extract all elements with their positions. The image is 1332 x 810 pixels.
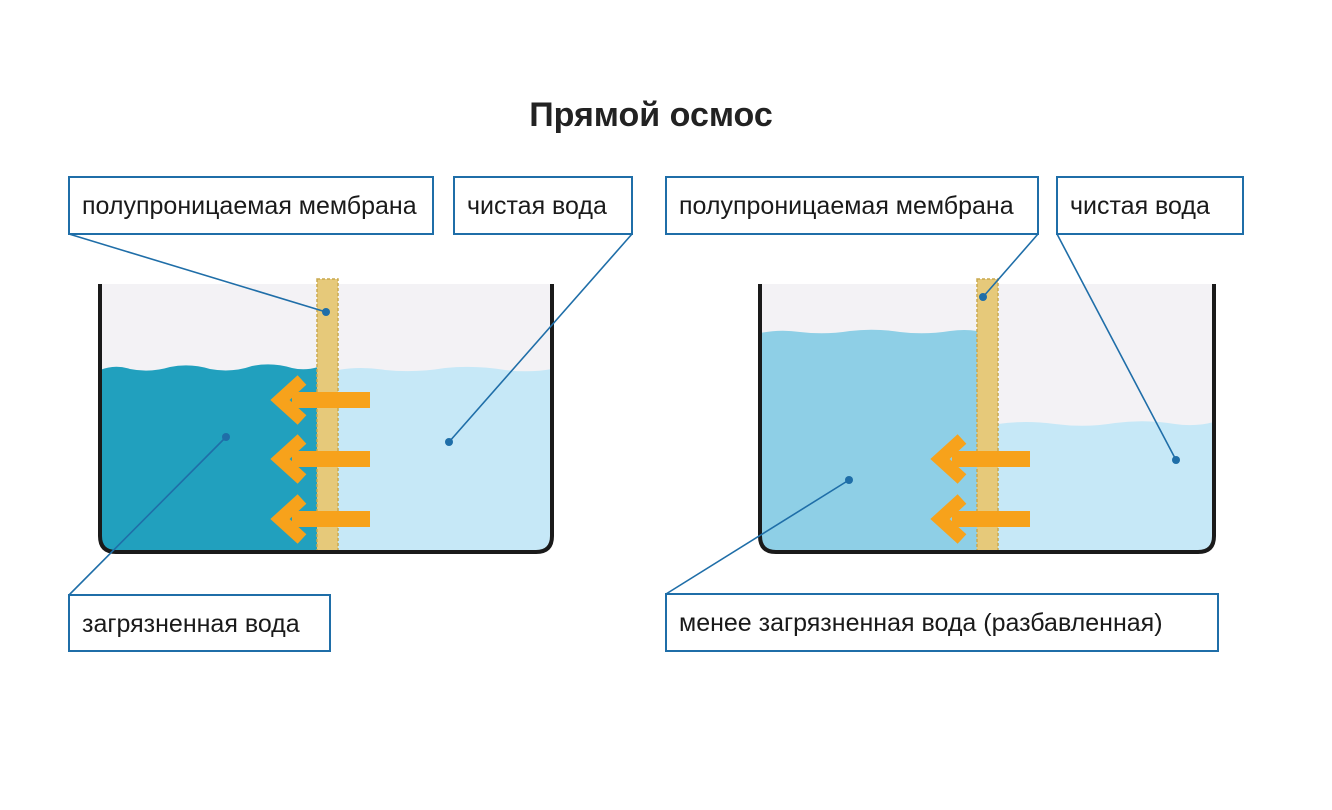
right-clean-label: чистая вода <box>1070 192 1210 220</box>
left-tank-outline <box>98 284 554 554</box>
right-clean-callout: чистая вода <box>1056 176 1244 464</box>
right-membrane-label: полупроницаемая мембрана <box>679 192 1014 220</box>
right-clean-water <box>998 421 1214 552</box>
flow-arrow <box>270 434 370 484</box>
flow-arrow <box>270 375 370 425</box>
left-clean-label: чистая вода <box>467 192 607 220</box>
left-water-label: загрязненная вода <box>82 610 300 638</box>
left-membrane-label: полупроницаемая мембрана <box>82 192 417 220</box>
right-membrane-callout: полупроницаемая мембрана <box>665 176 1039 301</box>
left-dirty-water <box>100 364 318 552</box>
right-diluted-water <box>760 329 977 552</box>
left-clean-water <box>338 366 552 552</box>
left-water-callout: загрязненная вода <box>68 433 331 652</box>
right-flow-arrows <box>930 434 1030 544</box>
diagram-title: Прямой осмос <box>529 96 773 134</box>
right-membrane <box>976 278 999 553</box>
flow-arrow <box>930 494 1030 544</box>
left-flow-arrows <box>270 375 370 544</box>
left-panel: полупроницаемая мембрана чистая вода заг… <box>68 176 633 652</box>
right-water-label: менее загрязненная вода (разбавленная) <box>679 609 1163 637</box>
right-tank-outline <box>758 284 1216 554</box>
left-membrane-callout: полупроницаемая мембрана <box>68 176 434 316</box>
flow-arrow <box>270 494 370 544</box>
flow-arrow <box>930 434 1030 484</box>
left-membrane <box>316 278 339 553</box>
right-water-callout: менее загрязненная вода (разбавленная) <box>665 476 1219 652</box>
left-clean-callout: чистая вода <box>445 176 633 446</box>
right-panel: полупроницаемая мембрана чистая вода мен… <box>665 176 1244 652</box>
